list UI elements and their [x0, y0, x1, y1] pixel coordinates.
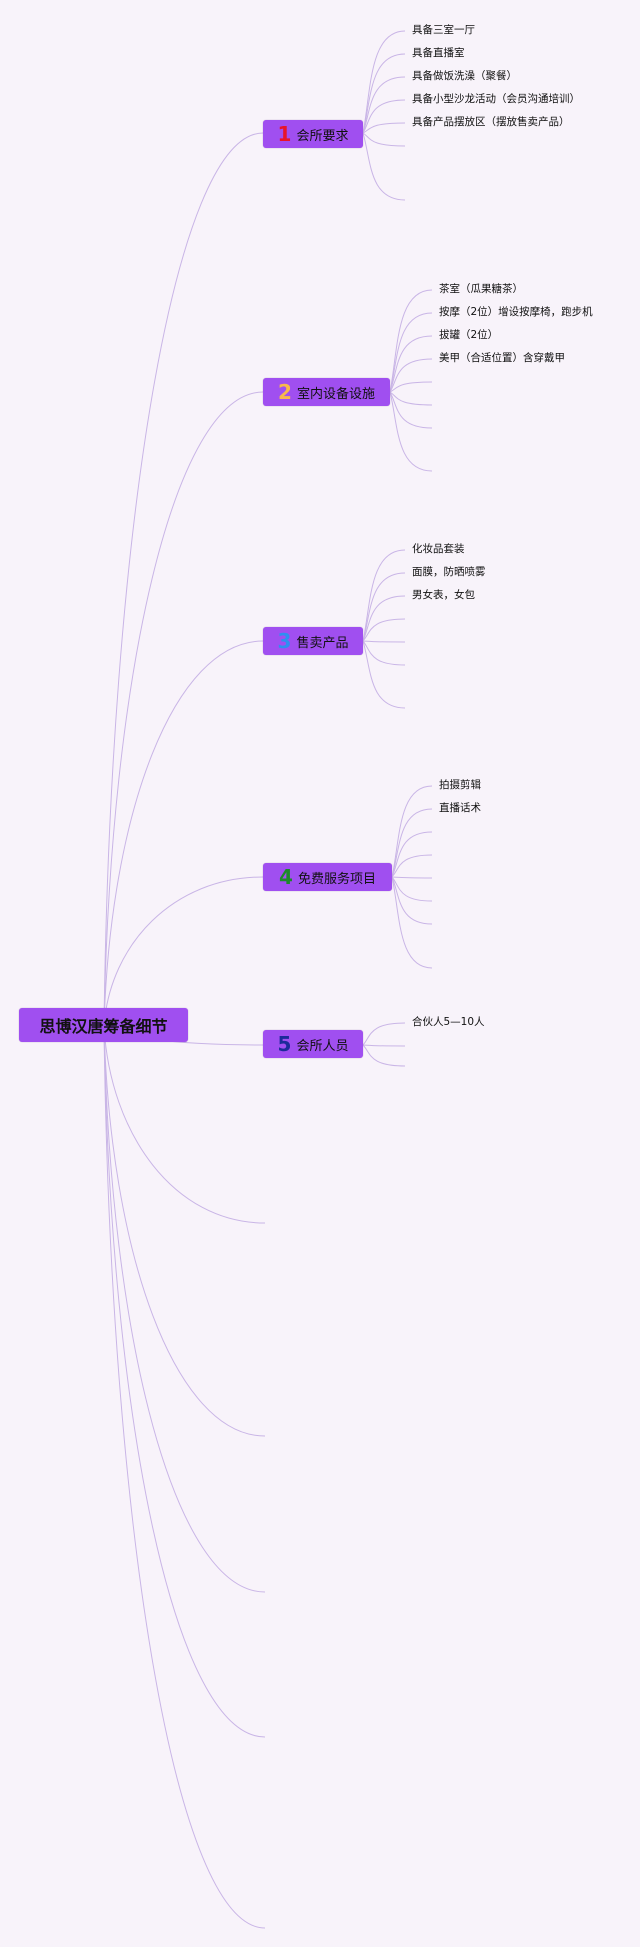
leaf-item: 合伙人5—10人: [412, 1016, 485, 1028]
connector-line: [389, 391, 433, 472]
branch-number: 1: [277, 122, 292, 146]
connector-line: [389, 391, 433, 406]
branch-number: 2: [278, 380, 292, 404]
connector-line: [362, 132, 406, 147]
branch-node-5[interactable]: 5 会所人员: [263, 1030, 363, 1058]
branch-number: 5: [277, 1032, 292, 1056]
leaf-item: 具备做饭洗澡（聚餐）: [412, 70, 517, 82]
connector-line: [362, 1044, 406, 1047]
connector-line: [389, 358, 433, 393]
connector-line: [362, 1044, 406, 1067]
connector-line: [362, 122, 406, 134]
connector-line: [389, 289, 433, 393]
connector-line: [362, 132, 406, 201]
connector-line: [103, 640, 264, 1027]
connector-line: [362, 572, 406, 642]
branch-label: 会所人员: [296, 1038, 349, 1054]
connector-line: [389, 312, 433, 393]
connector-line: [389, 335, 433, 393]
leaf-item: 具备三室一厅: [412, 24, 475, 36]
root-label: 思博汉唐筹备细节: [39, 1017, 168, 1036]
branch-node-4[interactable]: 4 免费服务项目: [263, 863, 392, 891]
branch-label: 会所要求: [296, 128, 349, 144]
leaf-item: 拍摄剪辑: [439, 779, 481, 791]
connector-line: [391, 876, 433, 902]
connector-line: [362, 640, 406, 666]
connector-line: [362, 30, 406, 134]
leaf-item: 男女表，女包: [412, 589, 475, 601]
connector-line: [391, 876, 433, 879]
connector-line: [103, 1025, 266, 1593]
connector-line: [391, 876, 433, 969]
branch-label: 室内设备设施: [296, 386, 375, 402]
connector-line: [389, 381, 433, 393]
leaf-item: 直播话术: [439, 802, 481, 814]
connector-line: [362, 618, 406, 642]
connector-line: [103, 1025, 266, 1929]
leaf-item: 按摩（2位）增设按摩椅，跑步机: [439, 306, 593, 318]
connector-line: [362, 1022, 406, 1046]
leaf-item: 茶室（瓜果糖茶）: [439, 283, 523, 295]
connector-line: [391, 876, 433, 925]
connector-line: [391, 831, 433, 878]
connector-line: [391, 785, 433, 878]
connector-line: [103, 1025, 266, 1437]
connector-line: [362, 76, 406, 134]
connector-line: [103, 1025, 266, 1224]
branch-node-3[interactable]: 3 售卖产品: [263, 627, 363, 655]
branch-number: 4: [279, 865, 293, 889]
connector-line: [362, 640, 406, 643]
connector-line: [103, 1025, 266, 1738]
branch-node-1[interactable]: 1 会所要求: [263, 120, 363, 148]
connector-line: [362, 640, 406, 709]
leaf-item: 面膜，防晒喷雾: [412, 566, 486, 578]
leaf-item: 拔罐（2位）: [439, 329, 499, 341]
connector-line: [389, 391, 433, 429]
connector-lines: [103, 30, 433, 1929]
connector-line: [362, 595, 406, 642]
leaf-item: 化妆品套装: [412, 543, 465, 555]
branch-number: 3: [277, 629, 292, 653]
connector-line: [362, 99, 406, 134]
root-node[interactable]: 思博汉唐筹备细节: [19, 1008, 188, 1042]
connector-line: [103, 391, 264, 1027]
branch-label: 售卖产品: [296, 635, 349, 651]
connector-line: [362, 549, 406, 642]
leaf-item: 具备产品摆放区（摆放售卖产品）: [412, 116, 570, 128]
connector-line: [362, 53, 406, 134]
leaf-item: 具备直播室: [412, 47, 465, 59]
connector-line: [103, 132, 264, 1027]
branch-node-2[interactable]: 2 室内设备设施: [263, 378, 390, 406]
leaf-item: 美甲（合适位置）含穿戴甲: [439, 352, 565, 364]
connector-line: [103, 876, 264, 1027]
connector-line: [391, 808, 433, 878]
connector-line: [391, 854, 433, 878]
leaf-item: 具备小型沙龙活动（会员沟通培训）: [412, 93, 580, 105]
branch-label: 免费服务项目: [297, 871, 376, 887]
